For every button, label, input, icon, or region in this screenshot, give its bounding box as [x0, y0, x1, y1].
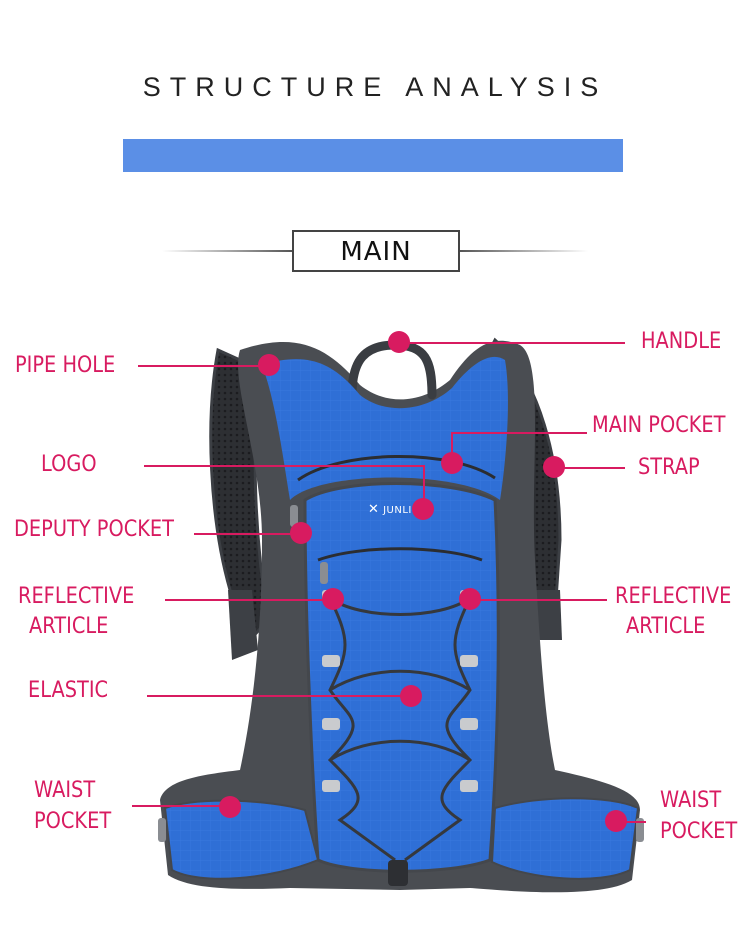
deputy-pocket-marker — [290, 522, 312, 544]
elastic-leader — [147, 695, 411, 697]
elastic-marker — [400, 685, 422, 707]
reflective-right-marker — [459, 588, 481, 610]
label-deputy-pocket: DEPUTY POCKET — [14, 517, 174, 542]
left-strap-lower — [228, 590, 258, 660]
section-divider-left — [162, 250, 292, 252]
main-pocket-marker — [441, 452, 463, 474]
page-title: STRUCTURE ANALYSIS — [142, 72, 608, 102]
pipe-hole-leader — [138, 365, 268, 367]
logo-leader-h — [144, 465, 424, 467]
accent-bar — [123, 139, 623, 172]
zipper-pull — [320, 562, 328, 584]
label-reflective-right-line1: REFLECTIVE — [615, 584, 732, 609]
brand-logo-text: JUNLI — [383, 505, 412, 516]
label-waist-right-line1: WAIST — [660, 788, 722, 813]
elastic-cord — [327, 596, 473, 862]
label-reflective-left-line1: REFLECTIVE — [18, 584, 135, 609]
label-reflective-right-line2: ARTICLE — [626, 614, 706, 639]
handle-leader — [400, 342, 625, 344]
waist-right-marker — [605, 810, 627, 832]
label-waist-right-line2: POCKET — [660, 819, 738, 844]
label-reflective-left-line2: ARTICLE — [29, 614, 109, 639]
bag-front-panel — [303, 482, 500, 873]
reflective-left-marker — [322, 588, 344, 610]
handle-shape — [347, 340, 437, 400]
cord-lock — [388, 860, 408, 886]
main-pocket-leader-v — [451, 432, 453, 462]
label-main-pocket: MAIN POCKET — [592, 413, 726, 438]
brand-logo-mark: ✕ — [368, 502, 380, 517]
waist-right-leader — [616, 821, 646, 823]
waist-pocket-right-shape — [490, 797, 640, 880]
label-waist-left-line2: POCKET — [34, 809, 112, 834]
brand-logo: ✕ JUNLI — [368, 502, 412, 517]
strap-marker — [543, 456, 565, 478]
waist-pocket-left-shape — [163, 799, 320, 880]
label-strap: STRAP — [638, 455, 700, 480]
label-pipe-hole: PIPE HOLE — [15, 353, 116, 378]
section-divider-right — [460, 250, 588, 252]
reflective-left-leader — [165, 599, 333, 601]
waist-left-marker — [219, 796, 241, 818]
main-pocket-leader-h — [452, 432, 587, 434]
logo-leader-v — [423, 465, 425, 509]
label-logo: LOGO — [41, 452, 97, 477]
side-zipper-pull — [290, 505, 298, 527]
deputy-pocket-zipper — [317, 547, 483, 562]
label-waist-left-line1: WAIST — [34, 778, 96, 803]
waist-zipper-left — [158, 818, 166, 842]
logo-marker — [412, 498, 434, 520]
reflective-right-leader — [470, 599, 607, 601]
main-pocket-zipper — [297, 455, 496, 482]
waist-zipper-right — [636, 818, 644, 842]
label-elastic: ELASTIC — [28, 678, 109, 703]
pipe-hole-marker — [258, 354, 280, 376]
section-heading: MAIN — [292, 230, 460, 272]
waist-left-leader — [132, 805, 230, 807]
label-handle: HANDLE — [641, 329, 722, 354]
handle-marker — [388, 331, 410, 353]
strap-leader — [555, 467, 625, 469]
deputy-pocket-leader — [194, 533, 301, 535]
